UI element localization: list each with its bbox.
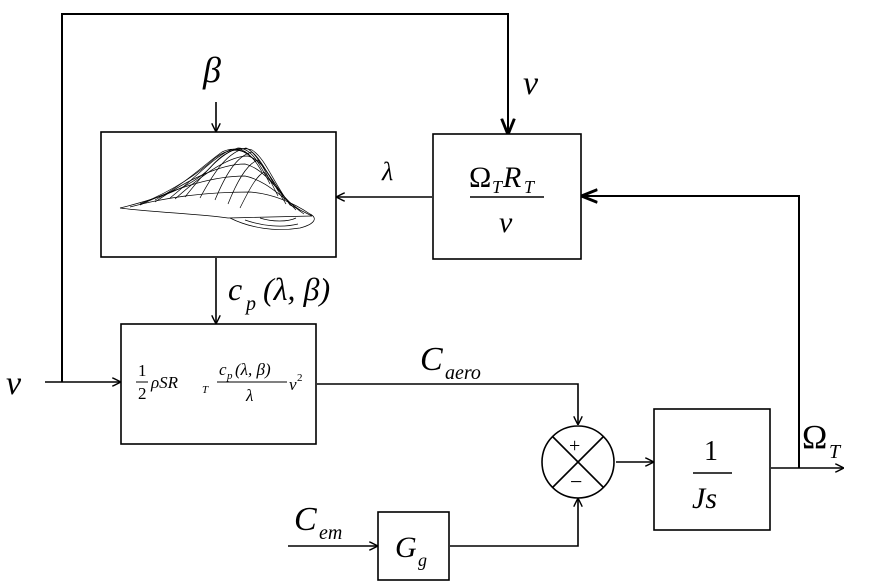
c-aero-label: C aero	[420, 341, 481, 384]
svg-text:v: v	[289, 375, 297, 394]
cp-surface-block	[100, 131, 337, 258]
svg-text:c: c	[219, 360, 227, 379]
svg-text:1: 1	[138, 361, 147, 380]
svg-text:C: C	[420, 341, 443, 378]
sum-minus-sign: −	[570, 469, 582, 494]
lambda-label: λ	[381, 157, 393, 186]
svg-text:(λ, β): (λ, β)	[235, 360, 271, 379]
aero-torque-block	[120, 323, 317, 445]
cp-surface-graphic	[119, 147, 315, 230]
c-em-label: C em	[294, 501, 342, 544]
v-top-label: v	[523, 65, 539, 102]
svg-text:2: 2	[138, 384, 147, 403]
svg-text:λ: λ	[245, 386, 253, 405]
gain-output-wire	[450, 499, 578, 547]
svg-text:T: T	[524, 177, 536, 197]
svg-text:Ω: Ω	[469, 161, 491, 194]
cp-label: c p (λ, β)	[228, 271, 330, 315]
svg-text:p: p	[226, 370, 233, 382]
svg-text:p: p	[244, 293, 256, 315]
aero-torque-formula: 1 2 ρSR T c p (λ, β) λ v 2	[138, 360, 303, 405]
sum-plus-sign: +	[569, 435, 580, 457]
beta-label: β	[202, 50, 221, 90]
integrator-block	[653, 408, 771, 531]
svg-text:c: c	[228, 271, 242, 307]
svg-text:v: v	[499, 206, 513, 239]
gain-block	[377, 511, 450, 581]
omega-feedback-wire	[583, 196, 800, 468]
svg-text:R: R	[502, 161, 521, 194]
svg-text:T: T	[202, 384, 209, 396]
svg-text:2: 2	[297, 372, 303, 384]
svg-text:C: C	[294, 501, 317, 538]
svg-text:Ω: Ω	[802, 419, 827, 456]
svg-text:(λ, β): (λ, β)	[263, 271, 330, 307]
svg-text:em: em	[319, 522, 342, 544]
svg-text:G: G	[395, 531, 417, 564]
summing-junction	[541, 425, 615, 499]
v-feedforward-wire	[61, 13, 508, 382]
svg-text:Js: Js	[692, 482, 717, 515]
svg-text:aero: aero	[445, 362, 481, 384]
svg-text:ρSR: ρSR	[150, 373, 179, 392]
svg-text:g: g	[418, 550, 427, 570]
v-left-label: v	[6, 365, 22, 402]
svg-text:T: T	[492, 177, 504, 197]
svg-text:T: T	[829, 441, 842, 463]
lambda-block-formula: Ω T R T v	[469, 161, 536, 239]
c-aero-wire	[317, 383, 578, 424]
integrator-formula: 1 Js	[692, 436, 718, 515]
gain-formula: G g	[395, 531, 427, 570]
svg-text:1: 1	[704, 436, 718, 467]
omega-output-label: Ω T	[802, 419, 842, 463]
